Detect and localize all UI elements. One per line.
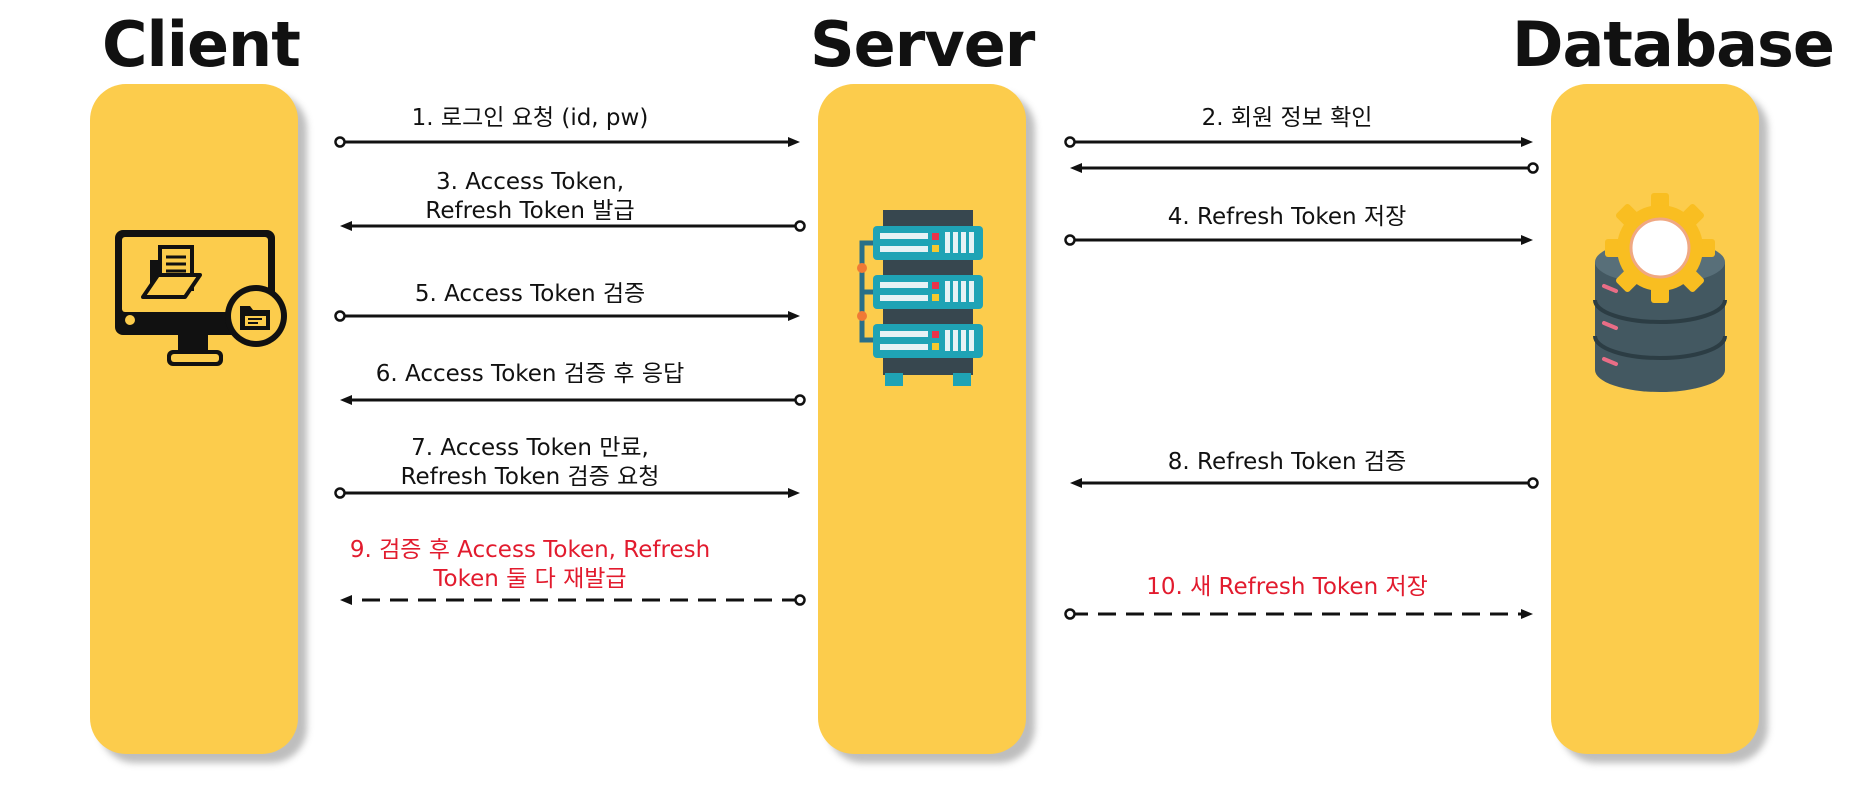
arrow-origin-m2r [1527, 162, 1539, 174]
server-rack-icon [857, 210, 983, 386]
arrowhead-m2r [1070, 163, 1082, 173]
message-label-10: 10. 새 Refresh Token 저장 [1146, 574, 1428, 600]
message-label-2: 2. 회원 정보 확인 [1201, 105, 1373, 131]
arrowhead-m1 [788, 137, 800, 147]
message-label-3: 3. Access Token, Refresh Token 발급 [425, 169, 635, 224]
database-title: Database [1512, 8, 1835, 81]
arrow-origin-m8 [1527, 477, 1539, 489]
arrowhead-m5 [788, 311, 800, 321]
arrowhead-m3 [340, 221, 352, 231]
server-title: Server [810, 8, 1035, 81]
arrowhead-m9 [340, 595, 352, 605]
computer-monitor-icon [115, 230, 287, 366]
message-label-8: 8. Refresh Token 검증 [1167, 449, 1407, 475]
message-label-4: 4. Refresh Token 저장 [1167, 204, 1407, 230]
arrowhead-m10 [1521, 609, 1533, 619]
arrow-origin-m9 [794, 594, 806, 606]
message-label-5: 5. Access Token 검증 [414, 281, 646, 307]
arrow-origin-m5 [334, 310, 346, 322]
arrowhead-m8 [1070, 478, 1082, 488]
message-label-9: 9. 검증 후 Access Token, Refresh Token 둘 다 … [349, 537, 711, 592]
arrow-origin-m10 [1064, 608, 1076, 620]
arrow-origin-m6 [794, 394, 806, 406]
arrowhead-m2 [1521, 137, 1533, 147]
arrow-origin-m4 [1064, 234, 1076, 246]
client-lane [90, 84, 298, 754]
arrowhead-m6 [340, 395, 352, 405]
message-label-1: 1. 로그인 요청 (id, pw) [411, 105, 649, 131]
message-label-7: 7. Access Token 만료, Refresh Token 검증 요청 [400, 435, 660, 490]
arrow-origin-m3 [794, 220, 806, 232]
arrowhead-m7 [788, 488, 800, 498]
arrow-origin-m2 [1064, 136, 1076, 148]
server-lane [818, 84, 1026, 754]
arrow-origin-m1 [334, 136, 346, 148]
client-title: Client [102, 8, 301, 81]
arrowhead-m4 [1521, 235, 1533, 245]
arrow-origin-m7 [334, 487, 346, 499]
database-gear-icon [1593, 193, 1727, 392]
message-label-6: 6. Access Token 검증 후 응답 [375, 361, 685, 387]
